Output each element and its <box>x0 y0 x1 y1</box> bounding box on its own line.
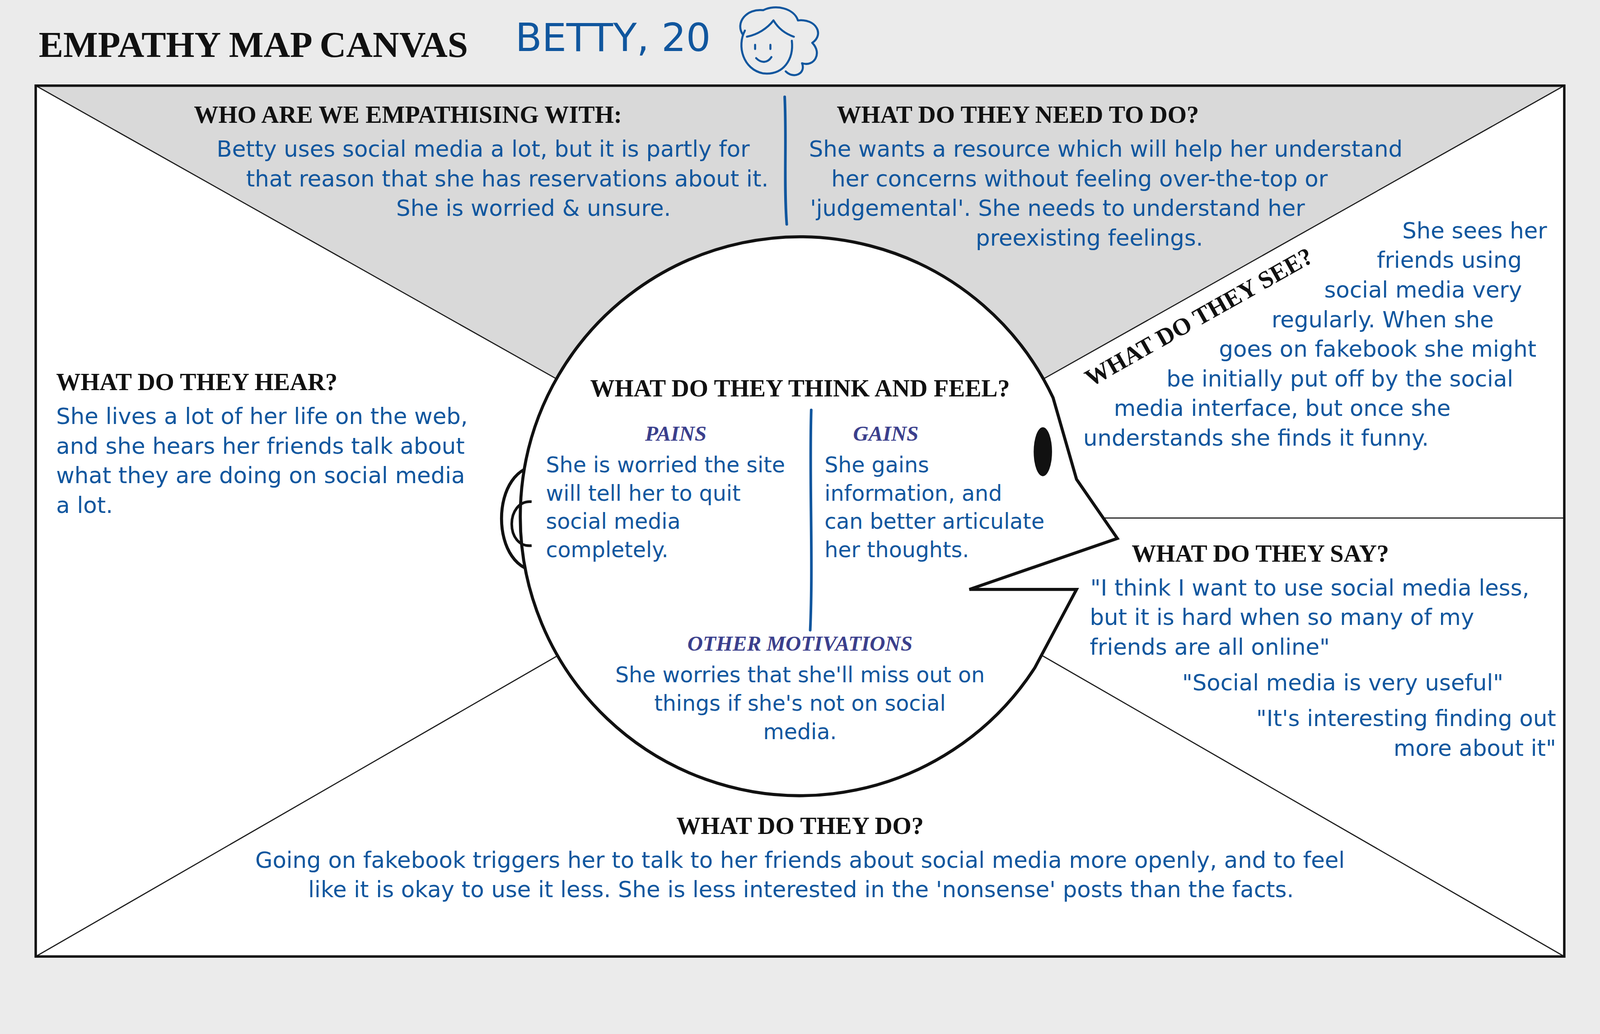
divider-line <box>1104 517 1565 519</box>
canvas-frame <box>35 85 1565 958</box>
section-heading: PAINS <box>546 420 800 448</box>
ear-inner <box>511 501 532 547</box>
doodle-fringe <box>747 20 795 37</box>
doodle-smile <box>756 56 772 62</box>
section-heading: OTHER MOTIVATIONS <box>571 630 1031 658</box>
who-section: WHO ARE WE EMPATHISING WITH:Betty uses s… <box>193 99 776 309</box>
section-heading: WHAT DO THEY DO? <box>204 811 1399 843</box>
section-heading: WHAT DO THEY NEED TO DO? <box>800 99 1470 131</box>
handwritten-note: Betty uses social media a lot, but it is… <box>193 134 776 224</box>
face-doodle <box>740 7 819 75</box>
section-heading: WHO ARE WE EMPATHISING WITH: <box>193 99 776 131</box>
handwritten-note: She lives a lot of her life on the web, … <box>56 402 501 521</box>
wrap-guide <box>1296 811 1399 955</box>
say-section: WHAT DO THEY SAY?"I think I want to use … <box>1090 538 1557 846</box>
handwritten-dividers <box>784 97 812 631</box>
divider-stroke <box>810 410 812 631</box>
divider-stroke <box>784 97 787 225</box>
doodle-eyes <box>755 44 771 49</box>
handwritten-note: She worries that she'll miss out on thin… <box>571 661 1031 747</box>
persona-name: BETTY, 20 <box>515 18 712 58</box>
wrap-guide <box>475 367 501 633</box>
do-section: WHAT DO THEY DO?Going on fakebook trigge… <box>204 811 1399 955</box>
canvas-ground <box>35 85 1565 958</box>
wrap-guide <box>204 811 304 955</box>
handwritten-note: She gains information, and can better ar… <box>824 451 1067 565</box>
head-outline <box>520 237 1118 797</box>
think-feel-head: WHAT DO THEY THINK AND FEEL? PAINS She is … <box>520 236 1080 796</box>
hear-section: WHAT DO THEY HEAR? She lives a lot of her… <box>56 367 501 633</box>
handwritten-note: She wants a resource which will help her… <box>800 134 1470 253</box>
handwritten-note: "It's interesting finding out more about… <box>1090 704 1557 764</box>
handwritten-note: "I think I want to use social media less… <box>1090 573 1557 663</box>
motivations-area: OTHER MOTIVATIONS She worries that she'll… <box>571 630 1031 764</box>
section-heading: WHAT DO THEY HEAR? <box>56 367 501 398</box>
doodle-hair <box>740 7 819 75</box>
section-heading: WHAT DO THEY THINK AND FEEL? <box>520 373 1080 405</box>
head-eye <box>1033 427 1053 477</box>
see-section: WHAT DO THEY SEE?She sees her friends us… <box>1061 216 1554 513</box>
handwritten-note: She sees her friends using social media … <box>1061 216 1554 454</box>
handwritten-note: "Social media is very useful" <box>1090 668 1557 699</box>
section-heading: WHAT DO THEY SAY? <box>1090 538 1557 570</box>
section-heading: GAINS <box>824 420 1067 448</box>
handwritten-note: She is worried the site will tell her to… <box>546 451 800 565</box>
diagonal-dividers <box>35 85 1565 958</box>
pains-area: PAINS She is worried the site will tell h… <box>546 420 800 605</box>
handwritten-note: Going on fakebook triggers her to talk t… <box>204 846 1399 906</box>
canvas-title: EMPATHY MAP CANVAS <box>38 26 468 64</box>
gains-area: GAINS She gains information, and can bett… <box>824 420 1067 615</box>
